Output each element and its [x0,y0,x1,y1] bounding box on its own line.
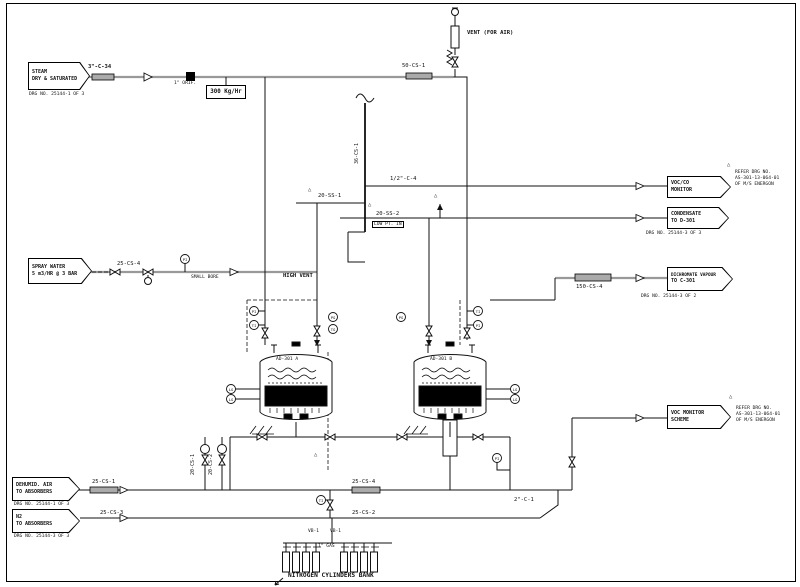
instrument-tag: PI [182,257,188,262]
packed-bed [418,385,482,407]
small-bore-note: SMALL BORE [191,275,219,280]
line-label-b2: 25-CS-4 [352,479,376,485]
instrument-tag: PG [398,315,404,320]
note-triangle-icon: △ [308,187,312,193]
pipe-network [78,7,667,586]
line-label-dichro: 150-CS-4 [576,284,603,290]
instrument-tag: PI [251,309,257,314]
arrowheads [314,204,443,346]
note-triangle-icon: △ [314,452,318,458]
instrument-tag: PG [330,315,336,320]
line-label-steam: 3"-C-34 [88,64,112,70]
instrument-tag: LG [512,397,518,402]
instrument-tag: LG [228,397,234,402]
note-triangle-icon: △ [368,202,372,208]
high-vent-label: HIGH VENT [283,273,313,279]
ro-note: 1" ORIF. [174,81,197,86]
flame-arrestor-icon [450,25,460,49]
note-triangle-icon: △ [729,394,733,400]
restriction-orifice-icon [186,72,195,81]
flag-steam-inlet: STEAM DRY & SATURATED [28,62,90,90]
voc-co-note2: AS-301-13-064-01 [735,176,780,181]
spec-breaks [89,72,612,494]
vessel-a [249,341,333,437]
low-point-note: LOW PT. IN [372,221,404,229]
spray-block-valve-icon [109,268,121,276]
line-label-ss1: 20-SS-1 [318,193,342,199]
line-label-cv1: 20-CS-1 [190,453,196,475]
flag-voc-monitor-scheme: VOC MONITOR SCHEME [667,405,731,429]
vessel-a-tag: AD-301 A [276,357,299,362]
nitrogen-bank-label: NITROGEN CYLINDERS BANK [288,572,374,579]
instrument-tag: PI [475,323,481,328]
line-label-b4: 25-CS-2 [352,510,376,516]
gas-label: 1" GAS [318,544,335,549]
control-valve-icon [218,454,226,466]
foundation-hatch-icon [403,425,428,435]
line-label-b1: 25-CS-1 [92,479,116,485]
relief-spring-icon [446,49,453,66]
note-triangle-icon: △ [434,193,438,199]
steam-rate-box: 300 Kg/Hr [206,85,246,99]
vessel-b-tag: AD-301 B [430,357,453,362]
note-triangle-icon: △ [727,162,731,168]
voc-co-note1: REFER DRG NO. [735,170,771,175]
steam-drg-ref: DRG NO. 25144-1 OF 3 [29,92,85,97]
vent-valve-icon [451,56,459,68]
vent-label: VENT (FOR AIR) [467,30,514,36]
voc-mon-note1: REFER DRG NO. [736,406,772,411]
flag-condensate-outlet: CONDENSATE TO D-301 [667,207,729,229]
voc-mon-note3: OF M/S ENERGON [736,418,775,423]
line-label-spray: 25-CS-4 [117,261,141,267]
line-label-cv2: 20-CS-2 [208,453,214,475]
drawing-border [6,3,796,582]
dashed-lines [92,271,461,470]
instrument-tag: PI [494,456,500,461]
spray-globe-valve-icon [142,268,154,276]
flag-voc-co-monitor: VOC/CO MONITOR [667,176,731,198]
air-drg-ref: DRG NO. 25144-1 OF 3 [14,502,70,507]
line-label-vent: 50-CS-1 [402,63,426,69]
vapour-drg-ref: DRG NO. 25144-3 OF 2 [641,294,697,299]
n2-drg-ref: DRG NO. 25144-3 OF 3 [14,534,70,539]
instrument-tag: TG [330,327,336,332]
packed-bed [264,385,328,407]
flag-spray-water-inlet: SPRAY WATER 5 m3/HR @ 3 BAR [28,258,92,284]
vb2-label: VB-1 [330,529,342,534]
line-label-ss2: 20-SS-2 [376,211,400,217]
flag-n2-inlet: N2 TO ABSORBERS [12,509,80,533]
flag-air-inlet: DEHUMID. AIR TO ABSORBERS [12,477,80,501]
line-label-riser: 36-CS-1 [354,142,360,164]
instrument-tag: TI [475,309,481,314]
instrument-tag: LG [512,387,518,392]
voc-co-note3: OF M/S ENERGON [735,182,774,187]
valves [109,56,576,511]
line-label-right: 2"-C-1 [514,497,534,503]
nitrogen-cylinders [282,546,379,573]
vb1-label: VB-1 [308,529,320,534]
vent-stack [446,8,460,66]
instrument-tag: TI [251,323,257,328]
flag-vapour-outlet: DICHROMATE VAPOUR TO C-301 [667,267,733,291]
instrument-tag: LG [228,387,234,392]
condensate-drg-ref: DRG NO. 25144-3 OF 3 [646,231,702,236]
voc-mon-note2: AS-301-13-064-01 [736,412,781,417]
instrument-tag: TI [318,498,324,503]
vessel-b [403,341,487,437]
process-pipes-gray [88,75,667,280]
flow-arrows [119,72,646,523]
line-label-tie: 1/2"-C-4 [390,176,417,182]
foundation-hatch-icon [249,425,274,435]
line-label-b3: 25-CS-3 [100,510,124,516]
vent-riser [355,93,375,232]
